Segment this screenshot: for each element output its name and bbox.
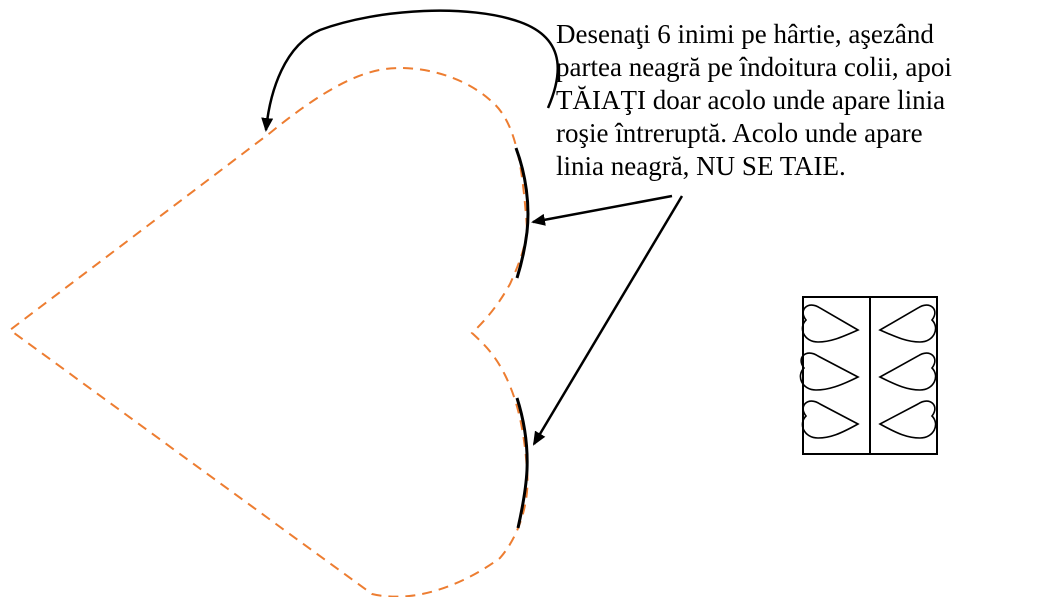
instruction-line: linia neagră, NU SE TAIE. bbox=[556, 151, 846, 181]
small-heart bbox=[878, 352, 937, 391]
instruction-line: roşie întreruptă. Acolo unde apare bbox=[556, 118, 923, 148]
small-heart bbox=[878, 304, 937, 343]
small-heart bbox=[801, 304, 860, 343]
instruction-line: partea neagră pe îndoitura colii, apoi bbox=[556, 52, 952, 82]
instructions-text: Desenaţi 6 inimi pe hârtie, aşezând part… bbox=[556, 18, 1046, 183]
heart-cut-line bbox=[8, 66, 529, 597]
small-heart bbox=[799, 352, 860, 391]
fold-line-lower bbox=[515, 397, 529, 529]
arrow-to-lower-fold bbox=[532, 195, 684, 446]
arrow-to-upper-fold bbox=[531, 194, 673, 226]
sheet-diagram bbox=[799, 296, 938, 455]
instruction-line: Desenaţi 6 inimi pe hârtie, aşezând bbox=[556, 19, 934, 49]
small-heart bbox=[801, 400, 860, 439]
instruction-line: TĂIAŢI doar acolo unde apare linia bbox=[556, 85, 946, 115]
fold-line-upper bbox=[514, 147, 530, 279]
curved-arrow bbox=[261, 9, 560, 132]
small-heart bbox=[878, 400, 937, 439]
